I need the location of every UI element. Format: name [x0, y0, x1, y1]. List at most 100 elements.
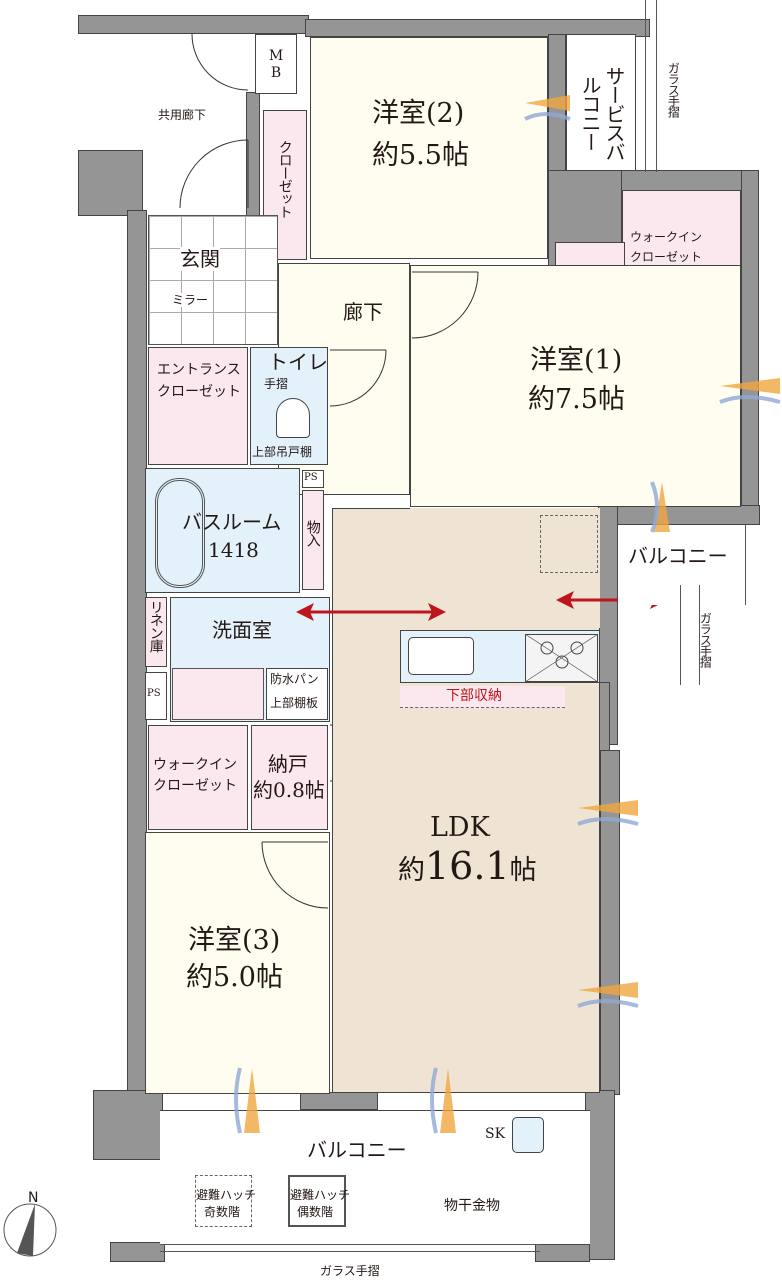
kitchen-sink-icon — [408, 637, 474, 675]
laundry-hardware-label: 物干金物 — [444, 1198, 500, 1214]
toilet-handrail-label: 手摺 — [264, 377, 289, 391]
ldk-size: 約16.1帖 — [398, 844, 537, 890]
hatch-odd-line2: 奇数階 — [204, 1205, 241, 1219]
hallway-label: 廊下 — [343, 300, 383, 324]
room-ldk-upper — [410, 508, 600, 628]
washroom-label: 洗面室 — [212, 618, 272, 642]
wall-column-left — [78, 150, 143, 216]
nando-name: 納戸 — [268, 752, 308, 776]
entrance-label: 玄関 — [180, 247, 220, 271]
kitchen-storage-label: 下部収納 — [446, 688, 502, 704]
waterpan-line1: 防水パン — [270, 672, 319, 686]
bathtub-icon — [155, 478, 205, 588]
closet-nando — [251, 725, 328, 830]
ps-top-label: PS — [304, 472, 318, 483]
storage-label: 物入 — [304, 520, 321, 546]
glass-rail-side-label: ガラス手摺 — [698, 612, 713, 667]
wall-bottom-left-pillar — [110, 1242, 165, 1262]
waterpan — [266, 668, 328, 720]
ps-top — [302, 470, 324, 488]
western-3-door-swing — [261, 841, 329, 909]
ps-mid-label: PS — [147, 688, 161, 699]
mb-label: MB — [268, 48, 284, 81]
entrance-closet-line1: エントランス — [157, 362, 241, 378]
ldk-name: LDK — [430, 812, 490, 843]
waterpan-line2: 上部棚板 — [270, 696, 319, 710]
cross-ventilation-arrow-left — [296, 603, 446, 621]
side-balcony-rail — [680, 585, 700, 685]
room-western-1 — [410, 265, 741, 507]
meter-box — [255, 34, 297, 94]
western-1-door-swing — [411, 271, 479, 339]
wall-bottom-mid — [300, 1092, 378, 1110]
wall-balcony-left-pillar — [93, 1090, 163, 1160]
wic-top-line2: クローゼット — [630, 250, 703, 264]
common-corridor-label: 共用廊下 — [158, 108, 207, 122]
main-balcony-label: バルコニー — [307, 1138, 407, 1162]
hatch-even-line2: 偶数階 — [297, 1205, 334, 1219]
breeze-icon-w3-bottom — [234, 1067, 260, 1134]
breeze-icon-ldk-1 — [577, 800, 639, 826]
toilet-bowl-icon — [276, 398, 310, 438]
entrance-closet — [148, 347, 248, 465]
entrance-floor — [148, 215, 278, 345]
western-2-size: 約5.5帖 — [372, 140, 469, 171]
wic-mid-line1: ウォークイン — [153, 757, 237, 773]
closet-western-2 — [263, 110, 307, 260]
hatch-odd-line1: 避難ハッチ — [196, 1188, 257, 1202]
nando-size: 約0.8帖 — [253, 778, 325, 802]
mirror-label: ミラー — [172, 293, 209, 308]
walk-in-closet-mid — [148, 725, 248, 830]
wall-bottom-right-pillar — [535, 1242, 590, 1262]
washbasin-counter — [172, 668, 264, 720]
burner-icons — [524, 633, 599, 683]
western-3-size: 約5.0帖 — [186, 962, 283, 993]
western-3-name: 洋室(3) — [188, 925, 281, 956]
breeze-icon-w1-bottom — [650, 481, 670, 533]
wall-top-right — [305, 19, 650, 37]
closet-western-2-label: クローゼット — [276, 140, 293, 218]
service-balcony — [566, 34, 636, 171]
wic-top-line1: ウォークイン — [630, 230, 703, 244]
side-balcony-label: バルコニー — [628, 544, 728, 568]
breeze-icon-w1 — [719, 378, 781, 404]
toilet-label: トイレ — [268, 350, 328, 374]
bathroom-name: バスルーム — [182, 510, 282, 534]
western-1-size: 約7.5帖 — [528, 384, 625, 415]
toilet-shelf-label: 上部吊戸棚 — [252, 445, 313, 459]
storage — [302, 490, 324, 590]
wic-mid-line2: クローゼット — [153, 778, 237, 794]
western-2-name: 洋室(2) — [372, 98, 465, 129]
service-balcony-label: サービスバルコニー — [578, 65, 626, 161]
toilet-door-swing — [329, 349, 387, 407]
entrance-closet-line2: クローゼット — [157, 384, 241, 400]
ps-mid — [145, 672, 167, 720]
bottom-glass-rail — [160, 1244, 540, 1252]
bathroom-model: 1418 — [208, 538, 259, 562]
sk-label: SK — [485, 1126, 506, 1142]
wall-w1-bottom — [600, 505, 760, 525]
wall-outer-right-upper — [741, 170, 759, 520]
ceiling-hatch — [540, 515, 598, 573]
side-balcony — [618, 525, 746, 605]
front-door-swing — [179, 139, 249, 209]
ldk-size-value: 16.1 — [425, 844, 510, 888]
compass-north-label: N — [28, 1190, 39, 1206]
hatch-odd — [195, 1175, 252, 1227]
linen-label: リネン庫 — [147, 600, 164, 652]
glass-rail-top-label: ガラス手摺 — [666, 62, 681, 117]
breeze-icon-w2 — [524, 95, 571, 121]
kitchen-lower-storage — [400, 686, 565, 708]
wall-balcony-right — [585, 1090, 615, 1260]
hatch-even-line1: 避難ハッチ — [290, 1188, 351, 1202]
glass-rail-bottom-label: ガラス手摺 — [320, 1264, 380, 1278]
mb-door-swing — [191, 33, 249, 91]
wall-top-left — [78, 15, 309, 34]
room-western-2 — [310, 37, 548, 259]
service-balcony-rail — [645, 0, 657, 172]
room-western-3 — [145, 832, 330, 1094]
breeze-icon-ldk-bottom — [430, 1067, 456, 1134]
ldk-size-prefix: 約 — [398, 855, 425, 886]
compass-icon — [3, 1203, 57, 1257]
western-1-name: 洋室(1) — [530, 345, 623, 376]
